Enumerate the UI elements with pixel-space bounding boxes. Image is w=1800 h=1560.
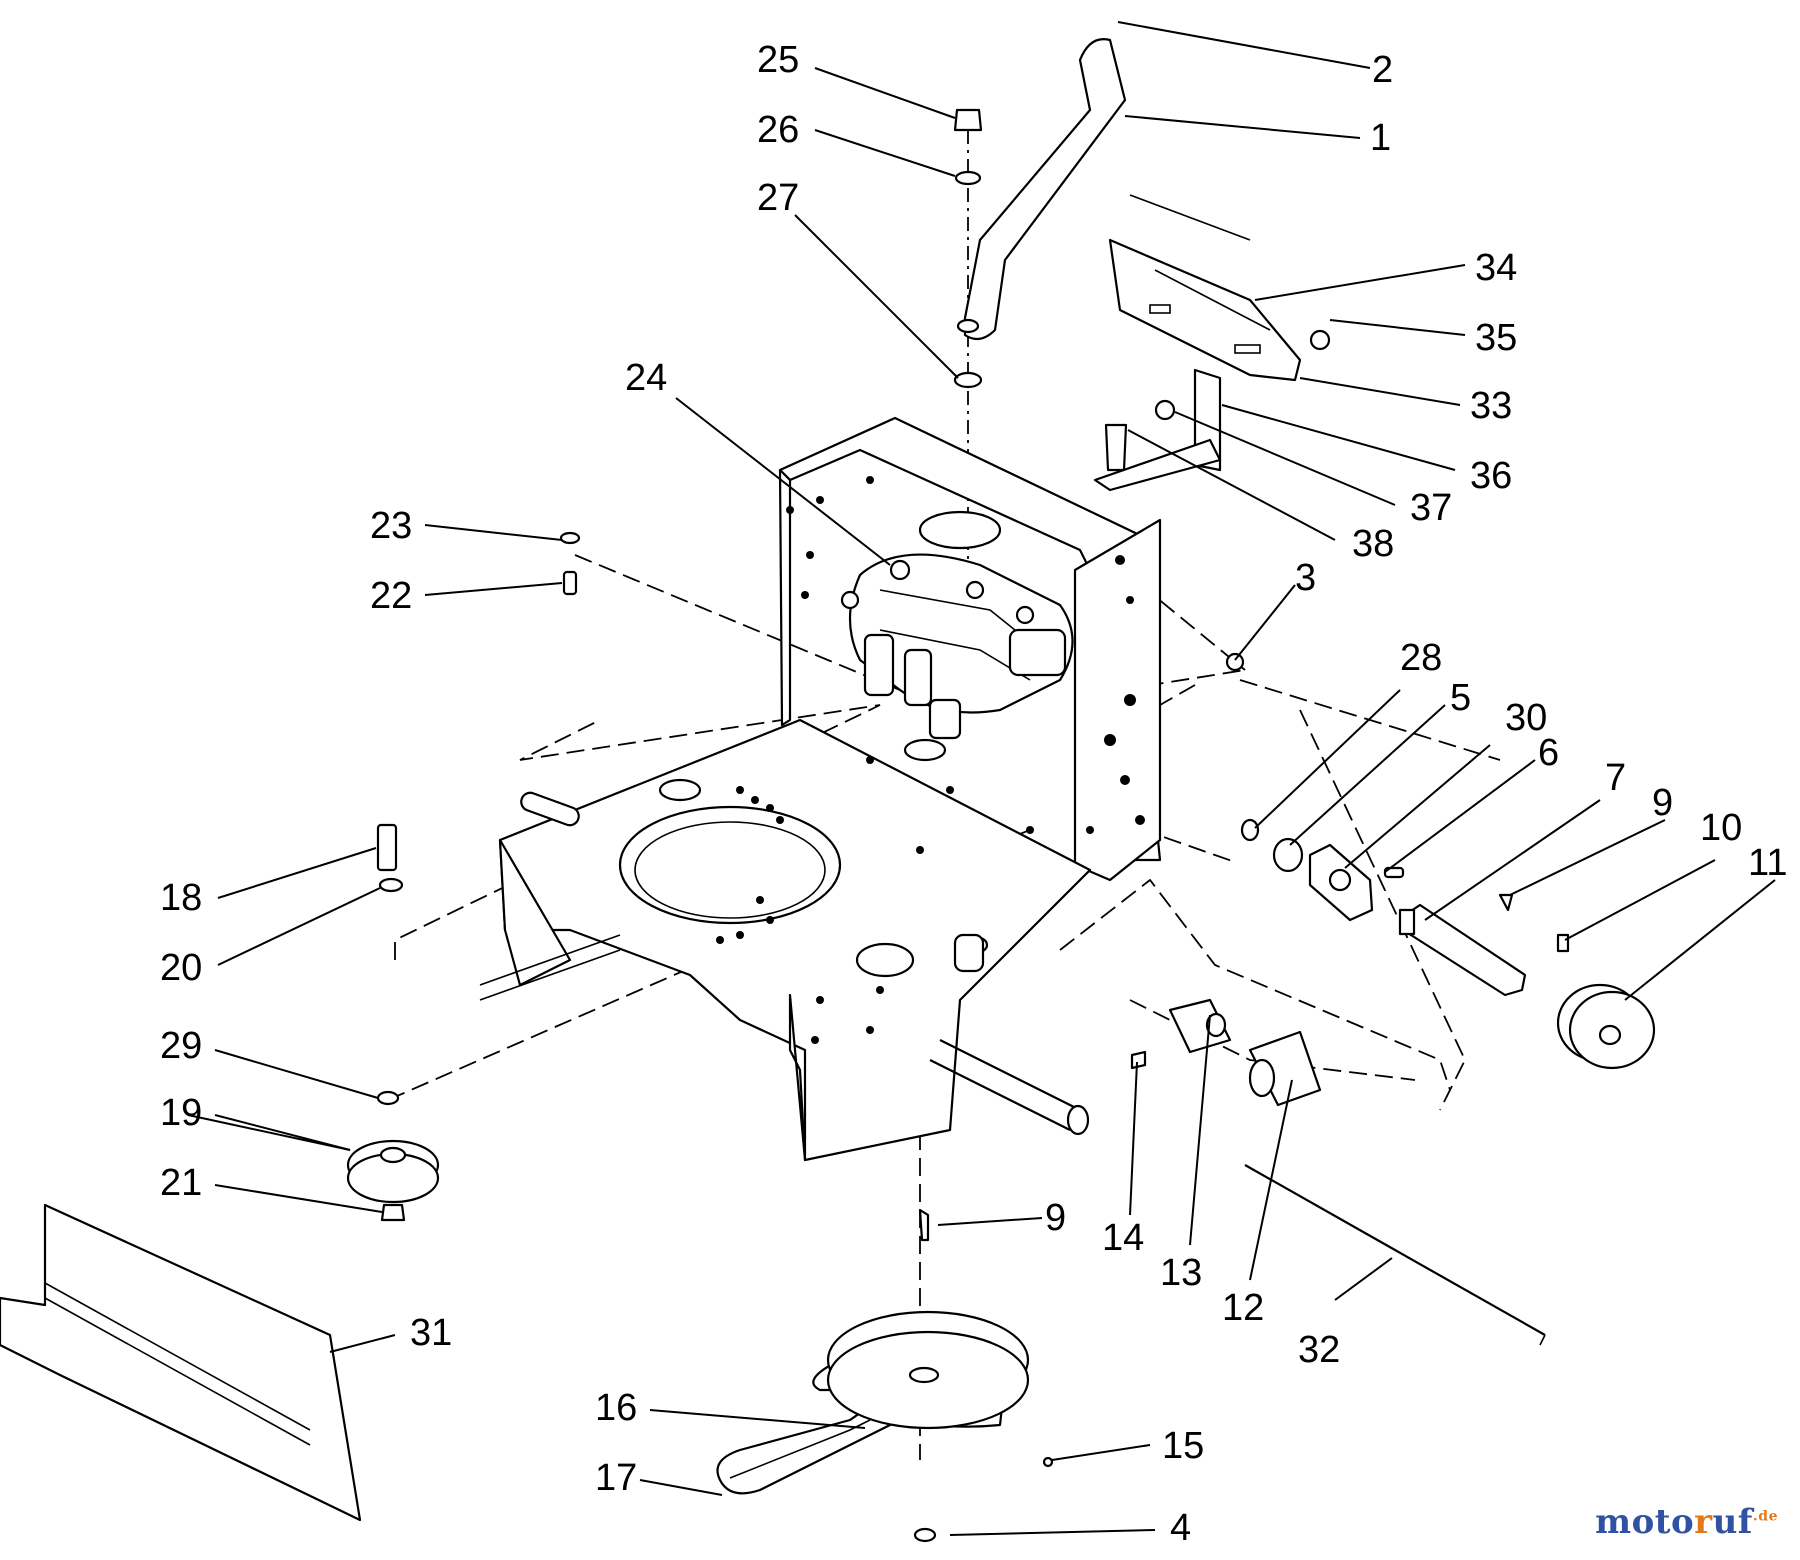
callout-26: 26 [757, 109, 799, 151]
callout-14: 14 [1102, 1217, 1144, 1259]
pin-9-lower [918, 1208, 930, 1242]
callout-9-upper: 9 [1652, 782, 1673, 824]
idler-pulley [346, 1090, 440, 1222]
hardware-left [376, 531, 1245, 893]
callout-22: 22 [370, 575, 412, 617]
watermark-part-2: r [1694, 1502, 1713, 1542]
washer-27 [953, 371, 983, 389]
callout-28: 28 [1400, 637, 1442, 679]
callout-17: 17 [595, 1457, 637, 1499]
callout-35: 35 [1475, 317, 1517, 359]
set-screw-10 [1556, 933, 1570, 953]
callout-1: 1 [1370, 117, 1391, 159]
callout-13: 13 [1160, 1252, 1202, 1294]
callout-30: 30 [1505, 697, 1547, 739]
rod-32 [1244, 1164, 1546, 1346]
callout-29: 29 [160, 1025, 202, 1067]
bolt-6 [1383, 866, 1405, 879]
callout-16: 16 [595, 1387, 637, 1429]
chassis-frame [479, 416, 1162, 1162]
callout-19: 19 [160, 1092, 202, 1134]
watermark-part-3: uf [1712, 1502, 1753, 1542]
callout-12: 12 [1222, 1287, 1264, 1329]
washer-20 [378, 877, 404, 893]
callout-18: 18 [160, 877, 202, 919]
callout-15: 15 [1162, 1425, 1204, 1467]
callout-7: 7 [1605, 757, 1626, 799]
site-watermark: motoruf.de [1595, 1502, 1778, 1542]
pulley-11 [1556, 983, 1656, 1070]
shaft-7 [1398, 903, 1527, 997]
callout-37: 37 [1410, 487, 1452, 529]
callout-27: 27 [757, 177, 799, 219]
washer-26 [954, 170, 982, 186]
set-screw-14 [1130, 1050, 1147, 1070]
callout-36: 36 [1470, 455, 1512, 497]
callout-6: 6 [1538, 732, 1559, 774]
sleeve-12 [1248, 1030, 1322, 1107]
bolt-18 [376, 823, 398, 872]
hydro-unit [840, 553, 1074, 740]
washer-5 [1272, 837, 1304, 873]
drive-pulley [716, 1208, 1054, 1543]
key-9-upper [1498, 893, 1514, 912]
callout-10: 10 [1700, 807, 1742, 849]
callout-34: 34 [1475, 247, 1517, 289]
callout-33: 33 [1470, 385, 1512, 427]
flange-30 [1308, 843, 1374, 922]
callout-21: 21 [160, 1162, 202, 1204]
pin-15 [1042, 1456, 1054, 1468]
callout-4: 4 [1170, 1507, 1191, 1549]
callout-25: 25 [757, 39, 799, 81]
callout-24: 24 [625, 357, 667, 399]
collar-13 [1168, 998, 1232, 1054]
callout-labels: 1 2 3 4 5 6 7 9 9 10 11 12 13 14 15 16 1… [160, 39, 1787, 1549]
callout-38: 38 [1352, 523, 1394, 565]
callout-3: 3 [1295, 557, 1316, 599]
ring-4 [913, 1527, 937, 1543]
control-lever [953, 38, 1127, 389]
frame-holes [716, 476, 1145, 1044]
callout-2: 2 [1372, 49, 1393, 91]
shaft-assembly [1240, 818, 1656, 1070]
callout-23: 23 [370, 505, 412, 547]
shield-31 [0, 1203, 362, 1522]
callout-20: 20 [160, 947, 202, 989]
spacer-28 [1240, 818, 1260, 842]
nut-3 [1225, 652, 1245, 672]
watermark-part-1: moto [1595, 1502, 1695, 1542]
bracket-assembly [1093, 194, 1331, 492]
callout-11: 11 [1748, 842, 1787, 884]
leader-lines [187, 21, 1776, 1536]
watermark-part-4: .de [1752, 1508, 1778, 1525]
washer-23 [559, 531, 581, 545]
bolt-22 [562, 570, 578, 596]
callout-32: 32 [1298, 1329, 1340, 1371]
callout-9-lower: 9 [1045, 1197, 1066, 1239]
hex-nut-25 [953, 108, 983, 132]
callout-5: 5 [1450, 677, 1471, 719]
callout-31: 31 [410, 1312, 452, 1354]
lower-hardware [1130, 998, 1546, 1346]
